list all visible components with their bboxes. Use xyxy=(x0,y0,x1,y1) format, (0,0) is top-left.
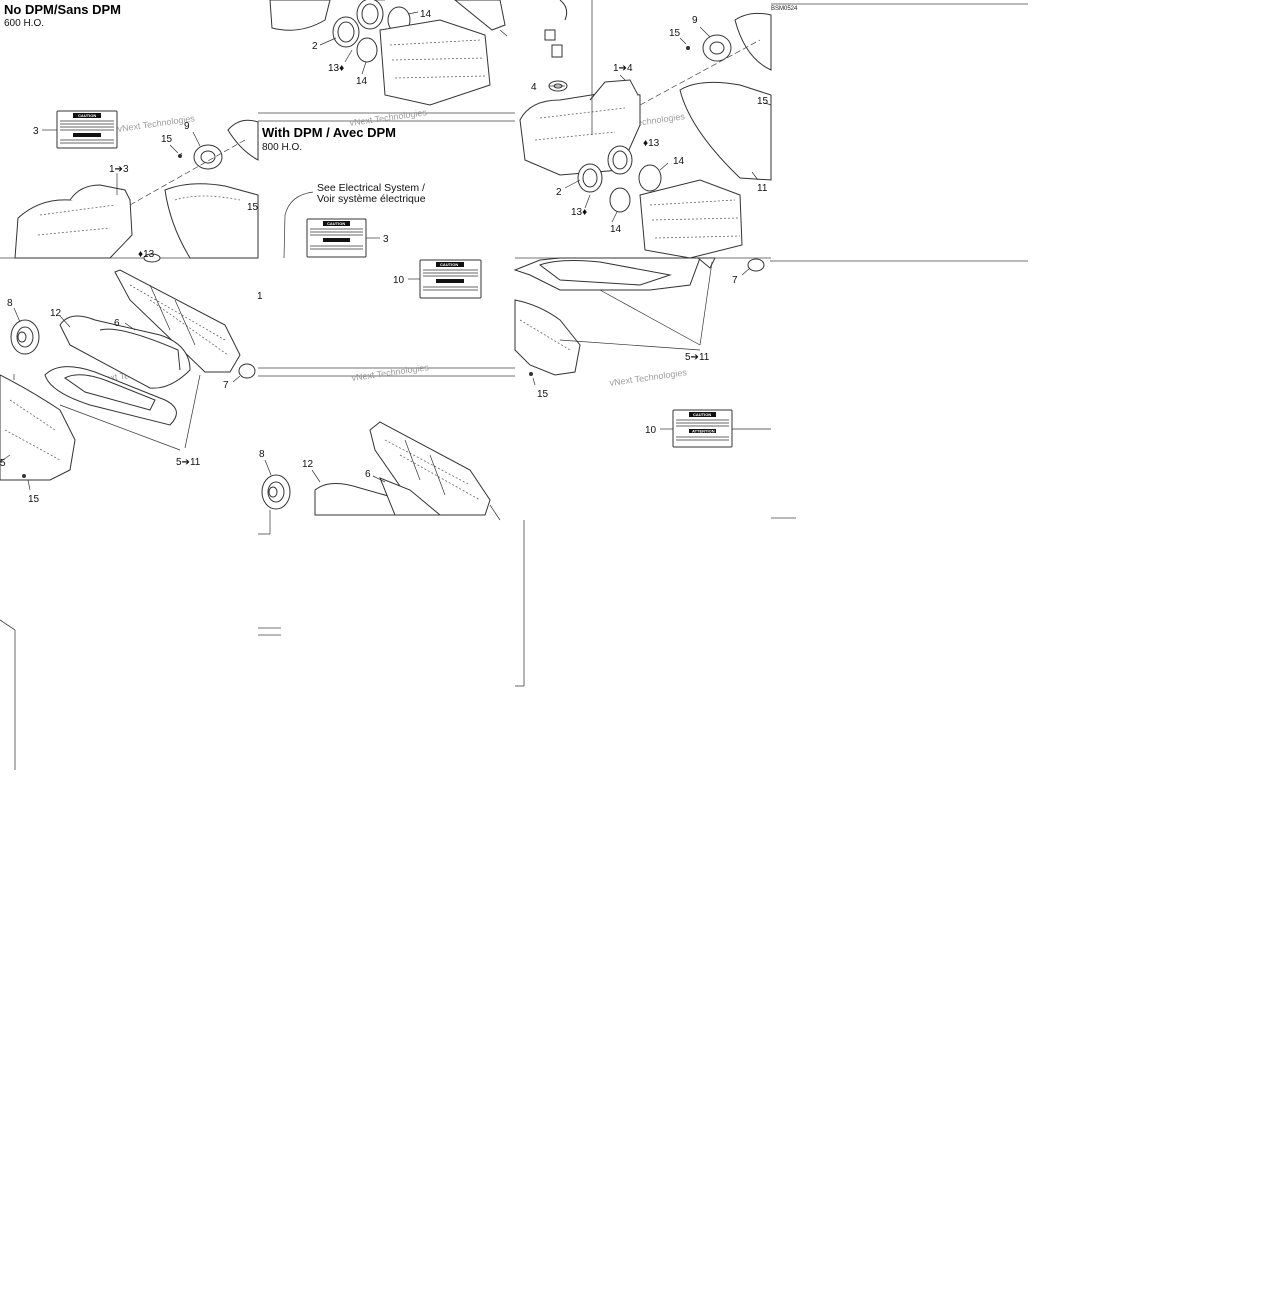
callout-label: 14 xyxy=(420,9,432,20)
air-box-assembly-part xyxy=(0,269,256,491)
callout-label: 13♦ xyxy=(328,63,344,74)
callout-label: 11 xyxy=(757,183,768,194)
caution-label-part: CAUTION xyxy=(408,259,482,299)
callout-label: 8 xyxy=(259,449,265,460)
watermark: vNext Technologies xyxy=(609,367,688,388)
callout-label: 12 xyxy=(302,459,314,470)
callout-label: 7 xyxy=(223,380,229,391)
section-with-dpm-header: With DPM / Avec DPM 800 H.O. xyxy=(262,125,396,153)
label-text: CAUTION xyxy=(327,221,345,226)
engine-cover-edge-part xyxy=(227,119,259,161)
callout-label: 2 xyxy=(556,187,562,198)
callout-label: ♦13 xyxy=(138,249,155,260)
callout-label: 9 xyxy=(184,121,190,132)
callout-label: 14 xyxy=(673,156,685,167)
section-title: With DPM / Avec DPM xyxy=(262,125,396,140)
section-no-dpm-header: No DPM/Sans DPM 600 H.O. xyxy=(4,2,121,29)
engine-fragment-top xyxy=(269,0,508,106)
callout-label: 10 xyxy=(393,275,405,286)
section-title: No DPM/Sans DPM xyxy=(4,2,121,17)
callout-label: 14 xyxy=(356,76,368,87)
electrical-note-line-1: See Electrical System / xyxy=(317,182,425,194)
air-intake-silencer-part xyxy=(14,184,161,263)
callout-label: 7 xyxy=(732,275,738,286)
dpm-engine-part xyxy=(519,0,772,259)
callout-label: 15 xyxy=(28,494,40,505)
callout-label: 15 xyxy=(537,389,549,400)
callout-label: 15 xyxy=(669,28,681,39)
drawing-reference: BSM0524 xyxy=(771,6,798,12)
caution-label-part: CAUTION xyxy=(306,218,380,258)
section-subtitle: 800 H.O. xyxy=(262,142,302,153)
callout-label: 1➔4 xyxy=(613,63,633,74)
ring-9-part xyxy=(193,144,223,170)
callout-label: 4 xyxy=(531,82,537,93)
watermark: vNext Technologies xyxy=(351,362,430,383)
caution-label-part: CAUTION ATTENTION xyxy=(660,409,771,448)
callout-label: 1 xyxy=(257,291,263,302)
callout-label: ♦13 xyxy=(643,138,660,149)
screw-15-part xyxy=(177,152,183,158)
callout-label: 2 xyxy=(312,41,318,52)
callout-label: 15 xyxy=(161,134,173,145)
dpm-air-box-part xyxy=(513,257,771,386)
callout-label: 15 xyxy=(247,202,259,213)
callout-label: 5 xyxy=(0,458,6,469)
callout-label: 8 xyxy=(7,298,13,309)
label-text: CAUTION xyxy=(440,262,458,267)
electrical-note-line-2: Voir système électrique xyxy=(317,193,426,205)
leader-lines-tl xyxy=(42,129,246,206)
callout-label: 13♦ xyxy=(571,207,587,218)
label-text: CAUTION xyxy=(693,412,711,417)
callout-label: 12 xyxy=(50,308,62,319)
electrical-note: See Electrical System / Voir système éle… xyxy=(283,182,426,259)
label-text: CAUTION xyxy=(78,113,96,118)
callout-label: 3 xyxy=(33,126,39,137)
callout-label: 5➔11 xyxy=(176,457,201,468)
callout-label: 15 xyxy=(757,96,769,107)
callout-label: 3 xyxy=(383,234,389,245)
callout-label: 6 xyxy=(114,318,120,329)
callout-label: 1➔3 xyxy=(109,164,129,175)
callout-label: 10 xyxy=(645,425,657,436)
callouts: 3 15 9 1➔3 15 ♦13 14 2 13♦ 14 1 8 12 6 7… xyxy=(0,9,769,505)
callout-label: 5➔11 xyxy=(685,352,710,363)
section-subtitle: 600 H.O. xyxy=(4,18,44,29)
silencer-lid-part xyxy=(164,183,259,259)
dpm-lower-fragment-part xyxy=(261,421,501,534)
callout-label: 9 xyxy=(692,15,698,26)
callout-label: 14 xyxy=(610,224,622,235)
label-text: ATTENTION xyxy=(692,429,715,434)
callout-label: 6 xyxy=(365,469,371,480)
caution-label-part: CAUTION xyxy=(56,110,118,149)
